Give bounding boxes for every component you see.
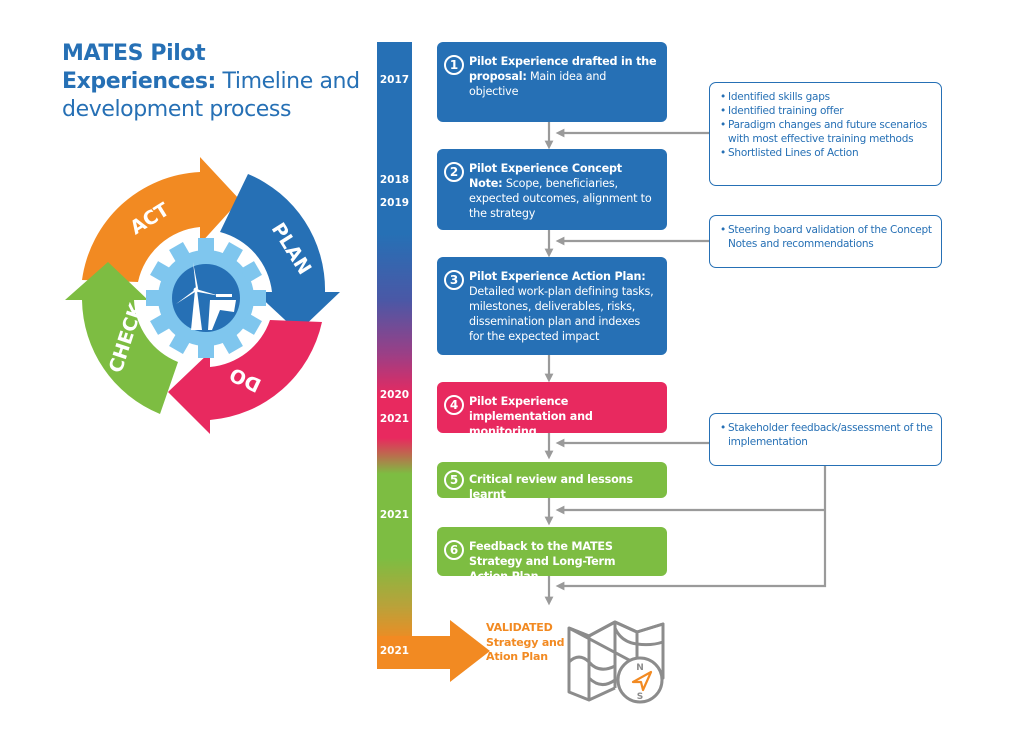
step-number: 1 [444, 55, 464, 75]
map-compass-icon: N S [567, 620, 665, 704]
year-label: 2021 [379, 509, 410, 521]
step-text: Main idea and objective [469, 70, 607, 98]
year-label: 2020 [379, 389, 410, 401]
step-number: 4 [444, 395, 464, 415]
note-item: Stakeholder feedback/assessment of the i… [720, 421, 933, 449]
step-text: Scope, beneficiaries, expected outcomes,… [469, 177, 652, 220]
outcome-line-3: Ation Plan [486, 650, 548, 663]
compass-south: S [637, 692, 643, 702]
step-number: 3 [444, 270, 464, 290]
step-title: Pilot Experience Action Plan: [469, 270, 646, 283]
step-title: Feedback to the MATES Strategy and Long-… [469, 540, 616, 583]
step-number: 5 [444, 470, 464, 490]
gear-wind-turbine-ship-icon [146, 238, 266, 358]
step-title: Pilot Experience drafted in the proposal… [469, 55, 657, 83]
step-number: 2 [444, 162, 464, 182]
step-3: 3 Pilot Experience Action Plan: Detailed… [437, 257, 667, 355]
note-box-3: Stakeholder feedback/assessment of the i… [709, 413, 942, 466]
title-bold-2: Experiences: [62, 69, 216, 94]
step-title: Critical review and lessons learnt [469, 473, 633, 501]
step-5: 5 Critical review and lessons learnt [437, 462, 667, 501]
validated-outcome-label: VALIDATED Strategy and Ation Plan [486, 621, 565, 665]
act-arrow [82, 157, 240, 282]
step-1: 1 Pilot Experience drafted in the propos… [437, 42, 667, 122]
timeline-bar [377, 42, 412, 642]
year-label: 2021 [379, 413, 410, 425]
year-label: 2018 [379, 174, 410, 186]
year-label: 2019 [379, 197, 410, 209]
title-regular: Timeline and development process [62, 69, 360, 122]
note-item: Identified training offer [720, 104, 933, 118]
year-label: 2021 [379, 645, 410, 657]
step-title: Pilot Experience implementation and moni… [469, 395, 593, 438]
pdca-cycle-diagram: ACT PLAN DO CHECK [65, 157, 340, 434]
compass-north: N [636, 663, 644, 673]
note-item: Paradigm changes and future scenarios wi… [720, 118, 933, 146]
step-title: Pilot Experience Concept Note: [469, 162, 622, 190]
note-item: Steering board validation of the Concept… [720, 223, 933, 251]
do-arrow [168, 320, 322, 434]
note-item: Shortlisted Lines of Action [720, 146, 933, 160]
step-2: 2 Pilot Experience Concept Note: Scope, … [437, 149, 667, 230]
step-6: 6 Feedback to the MATES Strategy and Lon… [437, 527, 667, 583]
outcome-line-2: Strategy and [486, 635, 565, 649]
title-bold-1: MATES Pilot [62, 41, 206, 66]
year-label: 2017 [379, 74, 410, 86]
step-text: Detailed work-plan defining tasks, miles… [469, 285, 654, 343]
check-arrow [65, 262, 178, 414]
compass-needle [631, 670, 653, 692]
note-item: Identified skills gaps [720, 90, 933, 104]
timeline-end-arrow [450, 620, 490, 682]
plan-arrow [220, 174, 340, 332]
step-4: 4 Pilot Experience implementation and mo… [437, 382, 667, 438]
note-box-2: Steering board validation of the Concept… [709, 215, 942, 268]
outcome-line-1: VALIDATED [486, 621, 553, 634]
page-title: MATES Pilot Experiences: Timeline and de… [62, 40, 372, 124]
note-box-1: Identified skills gaps Identified traini… [709, 82, 942, 186]
step-number: 6 [444, 540, 464, 560]
